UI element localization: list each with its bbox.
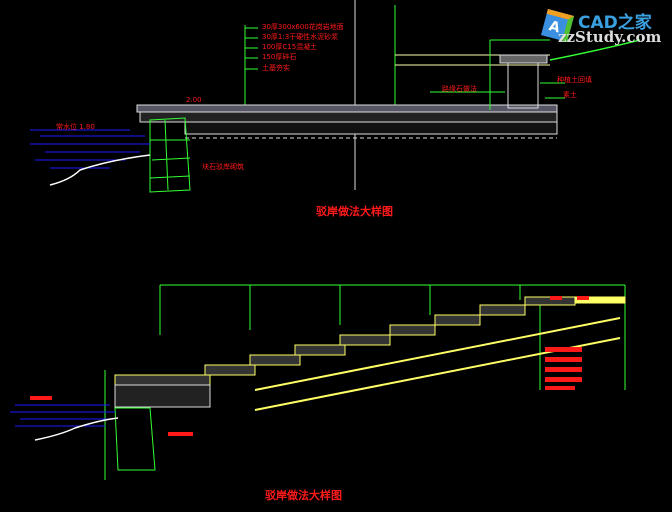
layer-label: 150厚碎石 [262,53,297,61]
layer-label: 100厚C15混凝土 [262,43,318,51]
stone-label: 块石驳岸砌筑 [202,163,244,171]
bank-line-top [49,154,151,186]
bottom-section [104,284,626,480]
watermark-logo: A CAD之家 zzStudy.com [540,4,672,48]
water-bottom [10,404,115,427]
planting-label: 种植土回填 [557,76,592,84]
edge-label: 路缘石做法 [442,85,477,93]
top-drawing-title: 驳岸做法大样图 [316,205,393,218]
bottom-drawing-title: 驳岸做法大样图 [265,489,342,502]
water-level-label: 常水位 1.80 [56,123,95,131]
elevation-label: 2.00 [186,96,202,104]
layer-label: 30厚300x600花岗岩地面 [262,23,344,31]
top-section [136,0,641,193]
layer-label: 30厚1:3干硬性水泥砂浆 [262,33,339,41]
logo-site: zzStudy.com [558,28,662,46]
bank-line-bottom [34,417,119,441]
steps [114,296,626,386]
logo-brand: CAD之家 [578,13,652,33]
water-top [30,129,150,169]
soil-label: 素土 [563,91,577,99]
legend-bars [30,296,589,436]
layer-label: 土基夯实 [262,64,290,72]
slope-upper [254,317,621,391]
